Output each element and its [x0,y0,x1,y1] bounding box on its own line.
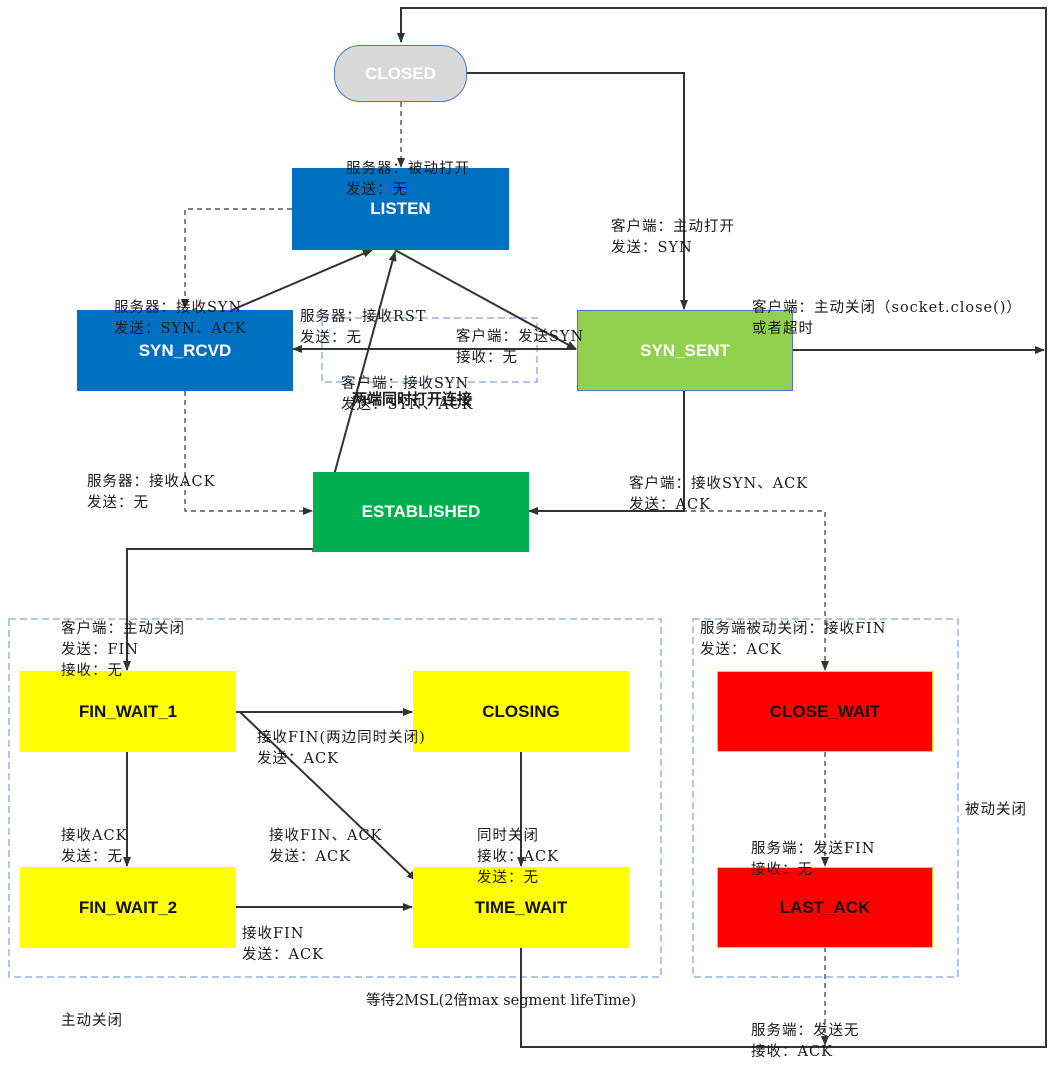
passive-close-group [692,618,959,978]
state-closing: CLOSING [413,671,629,752]
state-last-ack: LAST_ACK [717,867,933,948]
state-fin-wait-2: FIN_WAIT_2 [20,867,236,948]
state-closed: CLOSED [334,45,467,102]
synrcvd-to-listen-arrow [231,249,373,311]
tcp-state-diagram [8,7,1047,1048]
state-listen: LISTEN [292,168,509,250]
established-to-finwait1-arrow [123,548,313,671]
state-close-wait: CLOSE_WAIT [717,671,933,752]
state-time-wait: TIME_WAIT [413,867,629,948]
state-established: ESTABLISHED [313,472,529,552]
label-wait-2msl: 等待2MSL(2倍max segment lifeTime) [366,993,637,1009]
label-server-send-none: 服务端：发送无接收：ACK [751,1023,860,1060]
label-simultaneous-open: 两端同时打开连接 [352,390,473,408]
label-recv-fin-simultaneous: 接收FIN(两边同时关闭)发送：ACK [257,730,426,767]
active-close-group [8,618,662,978]
finwait1-to-timewait-arrow [239,711,417,881]
state-fin-wait-1: FIN_WAIT_1 [20,671,236,752]
label-client-active-open: 客户端：主动打开发送：SYN [611,219,735,256]
label-passive-close: 被动关闭 [965,802,1027,818]
label-server-passive-open: 服务器：被动打开发送：无 [346,161,470,198]
label-client-active-close-timeout: 客户端：主动关闭（socket.close()）或者超时 [752,300,1022,337]
return-to-closed-arrow [397,7,1047,1048]
state-syn-rcvd: SYN_RCVD [77,310,293,391]
label-active-close: 主动关闭 [61,1013,123,1029]
closed-to-synsent-arrow [467,72,688,310]
listen-to-synsent-arrow [394,249,577,350]
state-syn-sent: SYN_SENT [577,310,793,391]
listen-to-synrcvd-arrow [181,208,292,309]
synrcvd-to-established-arrow [184,391,313,515]
